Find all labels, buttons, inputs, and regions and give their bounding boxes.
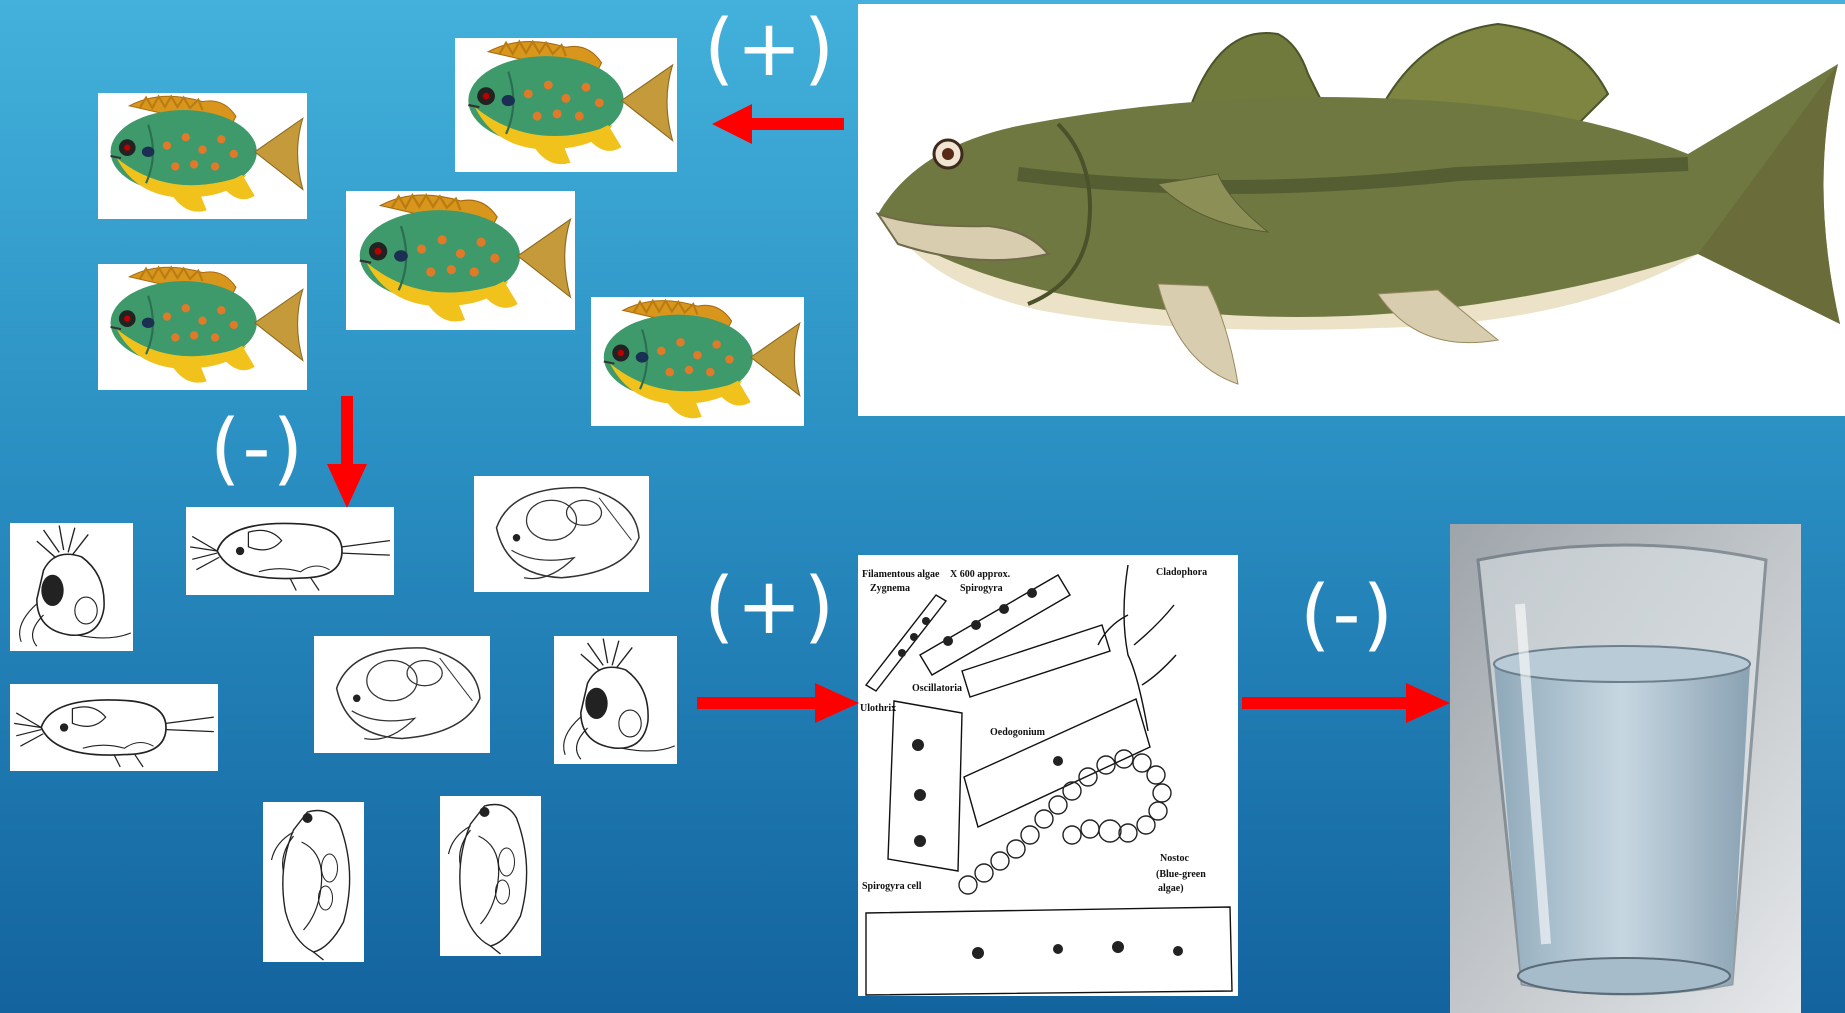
arrow-bass-to-sunfish <box>712 102 844 146</box>
arrow-sunfish-to-zooplankton <box>325 396 369 508</box>
sunfish-image <box>346 191 575 330</box>
label-spirogyra-cell: Spirogyra cell <box>862 881 922 892</box>
zooplankton-daphnia-image <box>263 802 364 962</box>
zooplankton-rotifer-image <box>10 523 133 651</box>
label-oedogonium: Oedogonium <box>990 727 1046 738</box>
sign-sunfish-to-zooplankton: (-) <box>210 410 305 488</box>
zooplankton-copepod-image <box>186 507 394 595</box>
sunfish-image <box>98 264 307 390</box>
sunfish-image <box>591 297 804 426</box>
zooplankton-rotifer-image <box>314 636 490 753</box>
algae-plate-image: Filamentous algae Zygnema X 600 approx. … <box>858 555 1238 996</box>
label-filamentous-algae: Filamentous algae <box>862 569 940 580</box>
zooplankton-rotifer-image <box>554 636 677 764</box>
label-magnification: X 600 approx. <box>950 569 1011 580</box>
largemouth-bass-image <box>858 4 1845 416</box>
label-oscillatoria: Oscillatoria <box>912 683 962 694</box>
arrow-zooplankton-to-algae <box>697 681 859 725</box>
sunfish-image <box>455 38 677 172</box>
label-nostoc-note: algae) <box>1158 883 1184 894</box>
label-spirogyra: Spirogyra <box>960 583 1003 594</box>
sign-bass-to-sunfish: (+) <box>704 10 836 88</box>
label-nostoc-note: (Blue-green <box>1156 869 1206 880</box>
sign-algae-to-water: (-) <box>1300 576 1395 654</box>
glass-of-water-image <box>1450 524 1801 1013</box>
sign-zooplankton-to-algae: (+) <box>704 568 836 646</box>
label-nostoc: Nostoc <box>1160 853 1189 864</box>
label-cladophora: Cladophora <box>1156 567 1207 578</box>
sunfish-image <box>98 93 307 219</box>
zooplankton-copepod-image <box>10 684 218 771</box>
zooplankton-rotifer-image <box>474 476 649 592</box>
label-ulothrix: Ulothrix <box>860 703 896 714</box>
label-zygnema: Zygnema <box>870 583 910 594</box>
zooplankton-daphnia-image <box>440 796 541 956</box>
arrow-algae-to-water <box>1242 681 1450 725</box>
